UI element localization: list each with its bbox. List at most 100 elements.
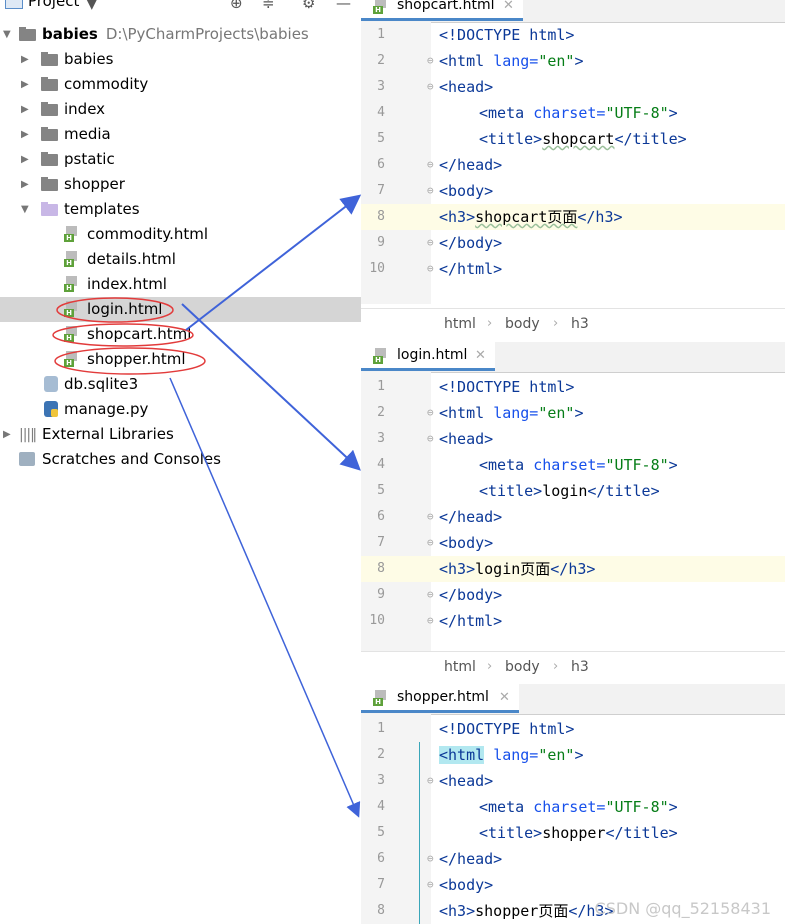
code-line[interactable]: 6⊖</head> [377,508,503,526]
code-line[interactable]: 3⊖<head> [377,430,494,448]
code-line[interactable]: 4<meta charset="UTF-8"> [377,456,678,474]
html-file-icon: H [64,301,79,317]
tree-item-label: pstatic [64,150,115,168]
editor-tab-bar: H shopcart.html ✕ [361,0,785,23]
code-line[interactable]: 1<!DOCTYPE html> [377,720,575,738]
code-line[interactable]: 9⊖</body> [377,586,503,604]
code-line[interactable]: 7⊖<body> [377,534,494,552]
project-view-icon [5,0,23,9]
breadcrumb-separator-icon: › [553,659,559,674]
folder-icon [41,102,58,116]
code-line[interactable]: 9⊖</body> [377,234,503,252]
code-line[interactable]: 3⊖<head> [377,78,494,96]
expand-arrow-icon[interactable]: ▶ [21,179,29,190]
expand-arrow-icon[interactable]: ▶ [21,154,29,165]
folder-icon [41,52,58,66]
code-line[interactable]: 5<title>shopcart</title> [377,130,687,148]
breadcrumb-separator-icon: › [487,316,493,331]
code-line-current[interactable]: 8<h3>shopcart页面</h3> [361,204,785,230]
breadcrumb-item[interactable]: h3 [571,316,589,332]
close-tab-icon[interactable]: ✕ [503,0,514,13]
tree-item-shopper[interactable]: ▶ shopper [0,172,361,197]
code-line[interactable]: 7⊖<body> [377,876,494,894]
code-line[interactable]: 6⊖</head> [377,850,503,868]
close-tab-icon[interactable]: ✕ [475,348,486,363]
breadcrumb-item[interactable]: body [505,316,540,332]
tree-item-login-html[interactable]: H login.html [0,297,361,322]
breadcrumb: html › body › h3 [361,308,785,339]
html-file-icon: H [373,0,388,14]
target-icon[interactable]: ⊕ [230,0,243,12]
tree-item-label: media [64,125,111,143]
tree-item-external-libraries[interactable]: ▶ |||‖ External Libraries [0,422,361,447]
tree-item-commodity[interactable]: ▶ commodity [0,72,361,97]
templates-folder-icon [41,202,58,216]
tree-item-index[interactable]: ▶ index [0,97,361,122]
project-panel-title[interactable]: Project [28,0,80,10]
line-gutter [361,372,431,652]
code-line[interactable]: 5<title>login</title> [377,482,660,500]
code-line[interactable]: 5<title>shopper</title> [377,824,678,842]
tree-item-babies[interactable]: ▶ babies [0,47,361,72]
code-line[interactable]: 10⊖</html> [369,260,503,278]
code-line[interactable]: 10⊖</html> [369,612,503,630]
code-line[interactable]: 7⊖<body> [377,182,494,200]
breadcrumb-item[interactable]: body [505,659,540,675]
code-line[interactable]: 4<meta charset="UTF-8"> [377,104,678,122]
code-line[interactable]: 2<html lang="en"> [377,746,584,764]
code-line-current[interactable]: 8<h3>login页面</h3> [361,556,785,582]
folder-icon [41,127,58,141]
tab-label: shopcart.html [397,0,495,13]
scratches-icon [19,452,35,466]
database-file-icon [44,376,58,392]
expand-arrow-icon[interactable]: ▼ [3,29,11,40]
close-tab-icon[interactable]: ✕ [499,690,510,705]
tree-item-shopper-html[interactable]: H shopper.html [0,347,361,372]
code-line[interactable]: 3⊖<head> [377,772,494,790]
tree-item-label: templates [64,200,140,218]
expand-arrow-icon[interactable]: ▶ [3,429,11,440]
tree-item-commodity-html[interactable]: H commodity.html [0,222,361,247]
code-line[interactable]: 1<!DOCTYPE html> [377,26,575,44]
expand-arrow-icon[interactable]: ▶ [21,104,29,115]
code-line[interactable]: 2⊖<html lang="en"> [377,404,584,422]
expand-arrow-icon[interactable]: ▶ [21,79,29,90]
code-line[interactable]: 8<h3>shopper页面</h3> [377,902,614,920]
tree-item-label: index.html [87,275,167,293]
breadcrumb-item[interactable]: html [444,316,476,332]
tree-item-pstatic[interactable]: ▶ pstatic [0,147,361,172]
expand-arrow-icon[interactable]: ▶ [21,54,29,65]
collapse-arrow-icon[interactable]: ▼ [21,204,29,215]
gear-icon[interactable]: ⚙ [302,0,316,12]
expand-arrow-icon[interactable]: ▶ [21,129,29,140]
code-line[interactable]: 4<meta charset="UTF-8"> [377,798,678,816]
html-file-icon: H [373,348,388,364]
minimize-icon[interactable]: — [336,0,351,12]
python-file-icon [44,401,58,417]
tree-item-label: commodity.html [87,225,209,243]
tree-item-templates[interactable]: ▼ templates [0,197,361,222]
tree-item-shopcart-html[interactable]: H shopcart.html [0,322,361,347]
libraries-icon: |||‖ [19,427,37,443]
tree-item-label: External Libraries [42,425,174,443]
tree-item-db-sqlite3[interactable]: db.sqlite3 [0,372,361,397]
code-line[interactable]: 2⊖<html lang="en"> [377,52,584,70]
tab-login-html[interactable]: H login.html ✕ [361,342,495,371]
tree-item-details-html[interactable]: H details.html [0,247,361,272]
collapse-icon[interactable]: ≑ [262,0,275,12]
tree-item-scratches[interactable]: Scratches and Consoles [0,447,361,472]
tree-item-index-html[interactable]: H index.html [0,272,361,297]
tab-shopper-html[interactable]: H shopper.html ✕ [361,684,519,713]
tab-shopcart-html[interactable]: H shopcart.html ✕ [361,0,523,21]
tree-item-manage-py[interactable]: manage.py [0,397,361,422]
tree-item-media[interactable]: ▶ media [0,122,361,147]
dropdown-caret-icon[interactable]: ▼ [86,0,98,12]
code-line[interactable]: 6⊖</head> [377,156,503,174]
editor-shopcart: H shopcart.html ✕ 1<!DOCTYPE html> 2⊖<ht… [361,0,785,340]
code-line[interactable]: 1<!DOCTYPE html> [377,378,575,396]
breadcrumb-item[interactable]: h3 [571,659,589,675]
breadcrumb-item[interactable]: html [444,659,476,675]
line-gutter [361,22,431,304]
